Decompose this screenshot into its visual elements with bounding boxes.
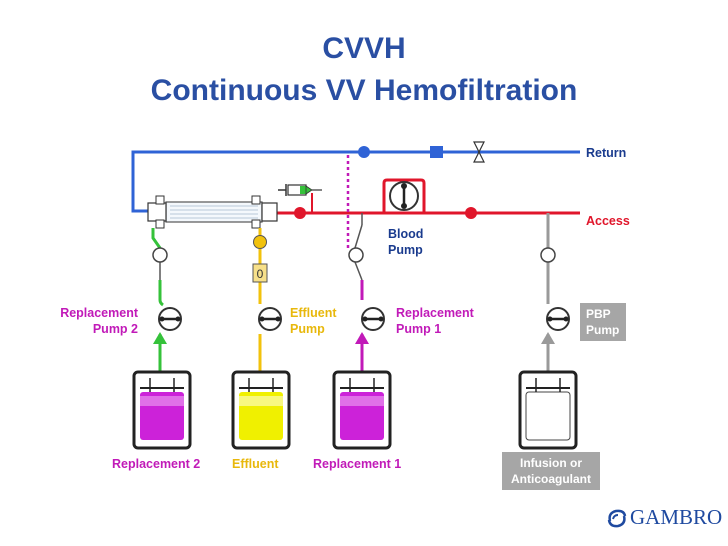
replacement-pump-1-icon (361, 307, 385, 331)
slide-title-line2: Continuous VV Hemofiltration (150, 74, 578, 107)
replacement-2-label: Replacement 2 (112, 457, 201, 471)
replacement-1-label: Replacement 1 (313, 457, 402, 471)
access-label: Access (586, 214, 630, 228)
filter-pressure-sensor-icon (294, 207, 306, 219)
hemofilter-icon (147, 195, 278, 229)
replacement-pump-1-label: Replacement Pump 1 (396, 306, 474, 336)
syringe-icon (278, 184, 322, 196)
return-pressure-sensor-icon (358, 146, 370, 158)
pbp-line (541, 213, 555, 392)
replacement-2-bag-icon (132, 370, 192, 450)
infusion-bag-icon (518, 370, 578, 450)
replacement-pump-2-icon (158, 299, 182, 331)
gambro-logo: GAMBRO (606, 505, 722, 530)
pbp-pump-icon (546, 307, 570, 331)
blood-pump-label: Blood Pump (388, 227, 424, 257)
replacement-2-chamber-icon (152, 247, 168, 263)
replacement-1-bag-icon (332, 370, 392, 450)
return-label: Return (586, 146, 627, 160)
return-clamp-icon (473, 141, 485, 163)
blood-leak-detector-icon (253, 235, 267, 249)
pbp-chamber-icon (540, 247, 556, 263)
slide-title-line1: CVVH (322, 32, 406, 65)
replacement-pump-2-label: Replacement Pump 2 (60, 306, 138, 336)
replacement-1-line (354, 213, 369, 392)
gambro-logo-text: GAMBRO (630, 505, 723, 529)
effluent-label: Effluent (232, 457, 279, 471)
blood-pump-icon (389, 181, 419, 211)
gambro-swirl-icon (607, 509, 627, 527)
effluent-pump-icon (258, 307, 282, 331)
effluent-bag-icon (231, 370, 291, 450)
access-line (277, 178, 580, 219)
effluent-pump-label: Effluent Pump (290, 306, 337, 336)
air-detector-icon (430, 146, 443, 158)
infusion-label: Infusion or Anticoagulant (502, 452, 600, 490)
replacement-1-chamber-icon (348, 247, 364, 263)
pbp-pump-label: PBP Pump (580, 303, 626, 341)
pressure-box-label: 0 (257, 267, 264, 281)
access-pressure-sensor-icon (465, 207, 477, 219)
return-line (131, 141, 580, 213)
effluent-pressure-pod (252, 263, 268, 283)
